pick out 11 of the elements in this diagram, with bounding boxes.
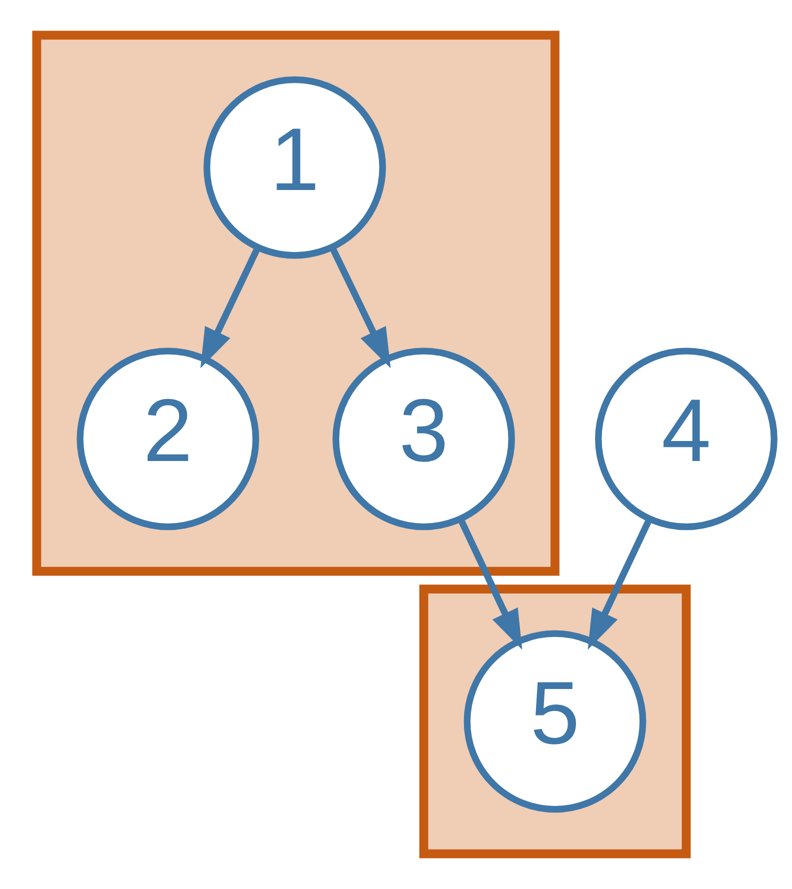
cluster <box>32 30 559 576</box>
arrow <box>587 518 652 650</box>
cluster <box>418 584 690 858</box>
node-circle: 5 <box>463 630 646 813</box>
node-circle: 4 <box>594 348 777 530</box>
node-circle: 1 <box>203 76 386 259</box>
arrow <box>328 246 390 368</box>
node-circle: 3 <box>332 348 514 530</box>
arrow <box>200 246 260 368</box>
node-circle: 2 <box>76 348 259 530</box>
arrow <box>457 518 522 650</box>
